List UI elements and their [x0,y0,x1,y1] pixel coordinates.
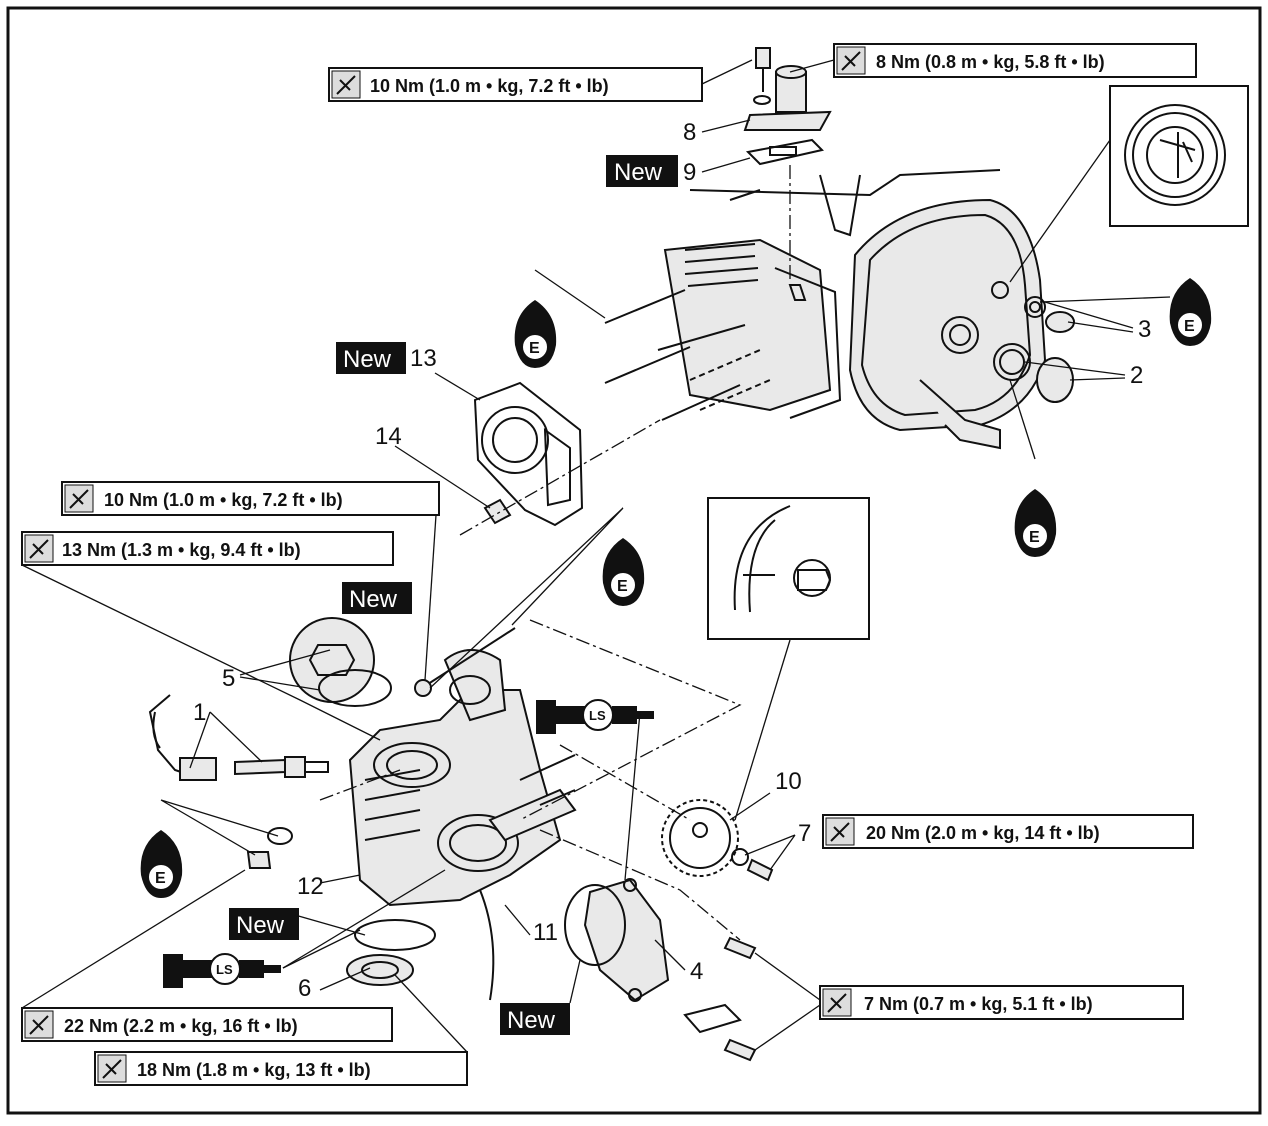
part-4-cover [564,878,670,1002]
oil-symbol-right: E [1169,248,1212,346]
torque-label-right-7: 7 Nm (0.7 m • kg, 5.1 ft • lb) [819,985,1184,1020]
detail-inset-cam-sprocket [707,497,870,640]
svg-text:LS: LS [216,962,233,977]
wrench-icon [29,1015,49,1035]
part-9-gasket [745,138,824,166]
detail-inset-timing-mark [1109,85,1249,227]
part-number-1: 1 [193,699,206,726]
part-5-filler-cap [289,617,392,707]
torque-value: 7 Nm (0.7 m • kg, 5.1 ft • lb) [864,994,1093,1014]
torque-value: 20 Nm (2.0 m • kg, 14 ft • lb) [866,823,1100,843]
torque-value: 10 Nm (1.0 m • kg, 7.2 ft • lb) [370,76,609,96]
part-number-6: 6 [298,975,311,1002]
oil-symbol-lower-left: E [140,800,183,898]
wrench-icon [827,993,847,1013]
torque-label-top-left: 10 Nm (1.0 m • kg, 7.2 ft • lb) [328,67,703,102]
torque-label-bottom-18: 18 Nm (1.8 m • kg, 13 ft • lb) [94,1051,468,1086]
part-number-12: 12 [297,873,324,900]
torque-label-top-right: 8 Nm (0.8 m • kg, 5.8 ft • lb) [833,43,1197,78]
svg-text:E: E [529,340,540,357]
new-tag-5: New [342,582,412,614]
torque-label-mid-2: 13 Nm (1.3 m • kg, 9.4 ft • lb) [21,531,394,566]
part-number-2: 2 [1130,362,1143,389]
part-1-plug-cap [148,694,217,781]
wrench-icon [69,489,89,509]
part-6-oring-and-cap [346,919,436,986]
ls-grease-symbol-upper: LS [536,699,654,734]
wrench-icon [830,822,850,842]
cover-bolts [683,936,757,1062]
part-3-bolt-and-washer [1024,296,1075,333]
part-7-bolt-and-washer [731,848,774,882]
wrench-icon [102,1059,122,1079]
part-number-11: 11 [533,919,558,946]
svg-text:E: E [1029,529,1040,546]
svg-text:E: E [617,578,628,595]
part-number-14: 14 [375,423,402,450]
oil-symbol-lower-right: E [1014,459,1057,557]
svg-text:E: E [155,870,166,887]
part-number-8: 8 [683,119,696,146]
part-number-5: 5 [222,665,235,692]
part-1-spark-plug [234,756,329,778]
new-tag-13: New [336,342,406,374]
plug-and-washer-left [246,827,293,869]
svg-text:New: New [507,1007,556,1034]
torque-label-right-20: 20 Nm (2.0 m • kg, 14 ft • lb) [822,814,1194,849]
svg-text:New: New [614,159,663,186]
svg-text:E: E [1184,318,1195,335]
ls-grease-symbol-lower: LS [163,953,281,988]
torque-value: 13 Nm (1.3 m • kg, 9.4 ft • lb) [62,540,301,560]
svg-text:New: New [343,346,392,373]
part-10-cam-sprocket [661,799,739,877]
oil-symbol-mid: E [602,508,645,606]
wrench-icon [841,51,861,71]
cylinder-head-bolt [414,627,516,697]
part-number-13: 13 [410,345,437,372]
svg-text:LS: LS [589,708,606,723]
torque-label-bottom-22: 22 Nm (2.2 m • kg, 16 ft • lb) [21,1007,393,1042]
part-number-10: 10 [775,768,802,795]
wrench-icon [29,539,49,559]
part-14-dowel-pin [483,498,512,525]
torque-value: 22 Nm (2.2 m • kg, 16 ft • lb) [64,1016,298,1036]
svg-text:New: New [349,586,398,613]
part-number-4: 4 [690,958,703,985]
new-tag-6: New [229,908,299,940]
assembly-center-lines [319,165,791,941]
wrench-icon [336,75,356,95]
part-number-7: 7 [798,820,811,847]
torque-label-mid-1: 10 Nm (1.0 m • kg, 7.2 ft • lb) [61,481,440,516]
leader-lines [21,59,1171,1053]
torque-value: 8 Nm (0.8 m • kg, 5.8 ft • lb) [876,52,1105,72]
part-13-cylinder-gasket [473,381,584,527]
oil-symbol-upper-left: E [514,270,557,368]
part-8-bolt [753,47,771,105]
part-8-tensioner [743,65,832,131]
new-tag-9: New [606,155,678,187]
wire-lead [479,889,495,1001]
torque-value: 10 Nm (1.0 m • kg, 7.2 ft • lb) [104,490,343,510]
diagram-frame [6,6,1262,1115]
new-tag-4: New [500,1003,570,1035]
part-number-3: 3 [1138,316,1151,343]
part-12-cylinder-head [348,649,562,907]
svg-text:New: New [236,912,285,939]
part-number-9: 9 [683,159,696,186]
torque-value: 18 Nm (1.8 m • kg, 13 ft • lb) [137,1060,371,1080]
engine-crankcase-assembly [604,169,1047,450]
